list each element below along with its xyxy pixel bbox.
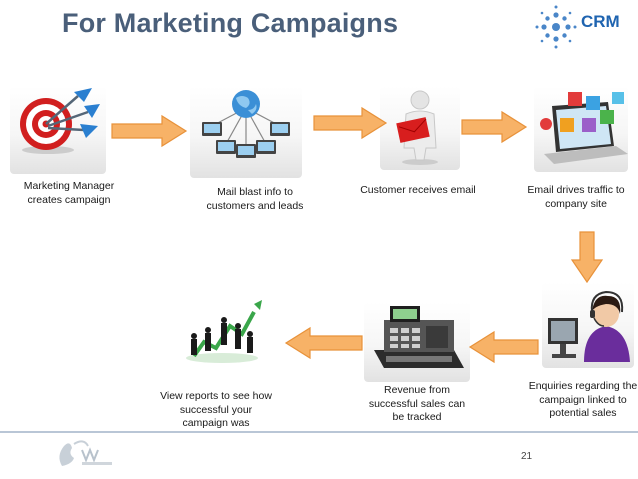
arrow-right-2	[313, 106, 388, 140]
footer-brand-logo-icon	[59, 440, 112, 466]
step-7-label: View reports to see how successful your …	[160, 390, 272, 429]
step-5-label: Enquiries regarding the campaign linked …	[528, 380, 638, 419]
arrow-right-1	[111, 114, 188, 148]
footer-divider	[0, 431, 638, 433]
page-number: 21	[521, 451, 533, 462]
arrow-left-1	[468, 330, 539, 364]
laptop-apps-icon	[540, 92, 628, 164]
step-2-label: Mail blast info to customers and leads	[206, 186, 304, 212]
arrow-down-1	[570, 231, 604, 284]
person-envelope-icon	[396, 90, 438, 165]
arrow-left-2	[284, 326, 363, 360]
target-darts-icon	[20, 88, 100, 154]
step-6-label: Revenue from successful sales can be tra…	[368, 384, 466, 423]
step-1-label: Marketing Manager creates campaign	[23, 180, 115, 206]
step-4-label: Email drives traffic to company site	[527, 184, 625, 210]
logo-text: CRM	[581, 12, 620, 31]
growth-chart-people-icon	[186, 300, 262, 363]
slide-title: For Marketing Campaigns	[62, 8, 399, 38]
network-globe-icon	[202, 90, 290, 158]
support-agent-icon	[548, 290, 630, 362]
step-3-label: Customer receives email	[360, 184, 476, 196]
cash-register-icon	[374, 306, 464, 368]
arrow-right-3	[461, 110, 528, 144]
crm-logo-icon	[535, 5, 577, 49]
